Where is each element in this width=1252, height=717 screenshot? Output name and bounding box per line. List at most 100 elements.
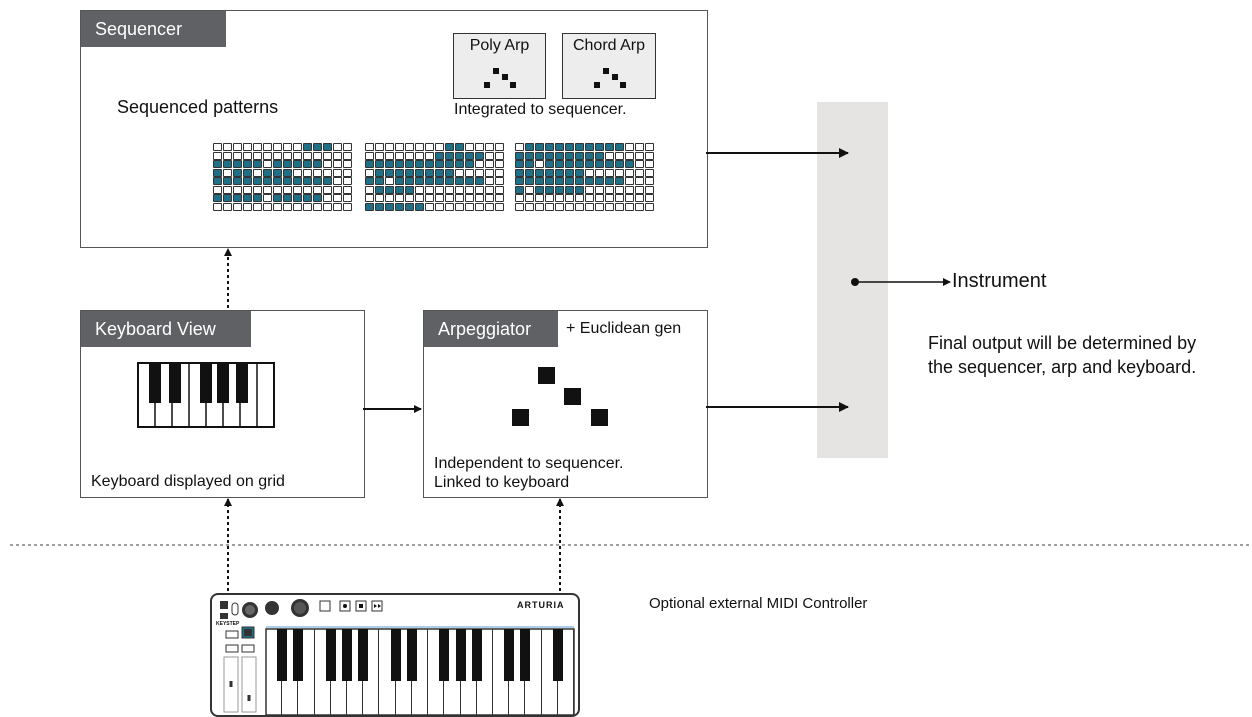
grid-cell[interactable] bbox=[585, 168, 594, 177]
grid-cell[interactable] bbox=[465, 168, 474, 177]
grid-cell[interactable] bbox=[293, 202, 302, 211]
grid-cell[interactable] bbox=[243, 177, 252, 185]
grid-cell[interactable] bbox=[405, 160, 414, 168]
grid-cell[interactable] bbox=[565, 194, 574, 202]
grid-cell[interactable] bbox=[243, 168, 252, 177]
grid-cell[interactable] bbox=[273, 194, 282, 202]
grid-cell[interactable] bbox=[435, 168, 444, 177]
grid-cell[interactable] bbox=[343, 202, 352, 211]
grid-cell[interactable] bbox=[313, 160, 322, 168]
black-key[interactable] bbox=[471, 629, 482, 681]
grid-cell[interactable] bbox=[283, 194, 292, 202]
grid-cell[interactable] bbox=[243, 194, 252, 202]
black-key[interactable] bbox=[293, 629, 304, 681]
grid-cell[interactable] bbox=[475, 194, 484, 202]
grid-cell[interactable] bbox=[625, 202, 634, 211]
grid-cell[interactable] bbox=[575, 151, 584, 160]
grid-cell[interactable] bbox=[273, 151, 282, 160]
grid-cell[interactable] bbox=[595, 143, 604, 151]
grid-cell[interactable] bbox=[293, 168, 302, 177]
grid-cell[interactable] bbox=[253, 194, 262, 202]
grid-cell[interactable] bbox=[475, 143, 484, 151]
grid-cell[interactable] bbox=[343, 168, 352, 177]
grid-cell[interactable] bbox=[253, 160, 262, 168]
grid-cell[interactable] bbox=[333, 143, 342, 151]
grid-cell[interactable] bbox=[313, 185, 322, 194]
grid-cell[interactable] bbox=[425, 177, 434, 185]
grid-cell[interactable] bbox=[525, 168, 534, 177]
grid-cell[interactable] bbox=[515, 168, 524, 177]
grid-cell[interactable] bbox=[435, 194, 444, 202]
grid-cell[interactable] bbox=[515, 194, 524, 202]
grid-cell[interactable] bbox=[385, 151, 394, 160]
grid-cell[interactable] bbox=[365, 202, 374, 211]
grid-cell[interactable] bbox=[395, 177, 404, 185]
grid-cell[interactable] bbox=[213, 202, 222, 211]
grid-cell[interactable] bbox=[405, 168, 414, 177]
grid-cell[interactable] bbox=[425, 168, 434, 177]
grid-cell[interactable] bbox=[233, 168, 242, 177]
grid-cell[interactable] bbox=[625, 143, 634, 151]
grid-cell[interactable] bbox=[303, 143, 312, 151]
grid-cell[interactable] bbox=[495, 143, 504, 151]
grid-cell[interactable] bbox=[575, 177, 584, 185]
grid-cell[interactable] bbox=[485, 168, 494, 177]
grid-cell[interactable] bbox=[253, 151, 262, 160]
grid-cell[interactable] bbox=[293, 151, 302, 160]
grid-cell[interactable] bbox=[495, 185, 504, 194]
grid-cell[interactable] bbox=[525, 143, 534, 151]
grid-cell[interactable] bbox=[595, 185, 604, 194]
grid-cell[interactable] bbox=[375, 151, 384, 160]
grid-cell[interactable] bbox=[465, 194, 474, 202]
grid-cell[interactable] bbox=[263, 194, 272, 202]
grid-cell[interactable] bbox=[343, 185, 352, 194]
grid-cell[interactable] bbox=[223, 185, 232, 194]
grid-cell[interactable] bbox=[625, 151, 634, 160]
grid-cell[interactable] bbox=[333, 194, 342, 202]
grid-cell[interactable] bbox=[535, 160, 544, 168]
grid-cell[interactable] bbox=[535, 185, 544, 194]
grid-cell[interactable] bbox=[323, 151, 332, 160]
grid-cell[interactable] bbox=[263, 168, 272, 177]
grid-cell[interactable] bbox=[635, 177, 644, 185]
grid-cell[interactable] bbox=[365, 168, 374, 177]
grid-cell[interactable] bbox=[585, 202, 594, 211]
grid-cell[interactable] bbox=[313, 168, 322, 177]
grid-cell[interactable] bbox=[455, 143, 464, 151]
black-key[interactable] bbox=[520, 629, 531, 681]
grid-cell[interactable] bbox=[565, 202, 574, 211]
grid-cell[interactable] bbox=[273, 160, 282, 168]
white-key[interactable] bbox=[298, 629, 315, 715]
grid-cell[interactable] bbox=[525, 160, 534, 168]
grid-cell[interactable] bbox=[605, 143, 614, 151]
grid-cell[interactable] bbox=[213, 177, 222, 185]
grid-cell[interactable] bbox=[605, 185, 614, 194]
grid-cell[interactable] bbox=[323, 143, 332, 151]
midi-controller[interactable]: ARTURIA KEYSTEP bbox=[210, 593, 580, 717]
grid-cell[interactable] bbox=[263, 143, 272, 151]
controller-keyboard[interactable] bbox=[266, 629, 574, 715]
grid-cell[interactable] bbox=[635, 185, 644, 194]
grid-cell[interactable] bbox=[385, 177, 394, 185]
grid-cell[interactable] bbox=[515, 185, 524, 194]
black-key[interactable] bbox=[358, 629, 369, 681]
grid-cell[interactable] bbox=[445, 194, 454, 202]
grid-cell[interactable] bbox=[253, 143, 262, 151]
grid-cell[interactable] bbox=[333, 185, 342, 194]
grid-cell[interactable] bbox=[545, 160, 554, 168]
grid-cell[interactable] bbox=[585, 151, 594, 160]
grid-cell[interactable] bbox=[635, 202, 644, 211]
grid-cell[interactable] bbox=[323, 202, 332, 211]
grid-cell[interactable] bbox=[435, 177, 444, 185]
grid-cell[interactable] bbox=[435, 160, 444, 168]
grid-cell[interactable] bbox=[395, 143, 404, 151]
black-key[interactable] bbox=[342, 629, 353, 681]
grid-cell[interactable] bbox=[253, 202, 262, 211]
grid-cell[interactable] bbox=[293, 177, 302, 185]
grid-cell[interactable] bbox=[395, 185, 404, 194]
grid-cell[interactable] bbox=[273, 168, 282, 177]
grid-cell[interactable] bbox=[645, 168, 654, 177]
grid-cell[interactable] bbox=[465, 202, 474, 211]
grid-cell[interactable] bbox=[385, 194, 394, 202]
grid-cell[interactable] bbox=[485, 151, 494, 160]
